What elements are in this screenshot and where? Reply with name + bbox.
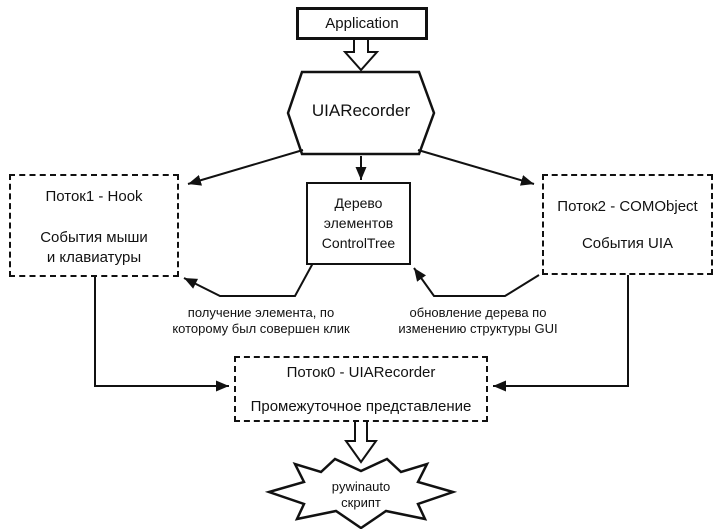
thread1-subtitle-line1: События мыши (40, 229, 148, 246)
edge-label-get-element: получение элемента, по которому был сове… (160, 305, 362, 337)
pywinauto-script-line1: pywinauto (331, 479, 391, 494)
controltree-line1: Дерево (334, 195, 383, 211)
arrow-recorder-to-thread1 (187, 149, 304, 186)
application-label: Application (325, 15, 399, 32)
block-arrow-app-to-recorder (342, 40, 380, 72)
edge-label-update-tree-line2: изменению структуры GUI (398, 321, 558, 336)
arrow-thread2-to-thread0 (493, 275, 629, 392)
thread0-title: Поток0 - UIARecorder (286, 364, 436, 381)
arrow-thread1-to-thread0 (94, 277, 229, 392)
thread2-subtitle: События UIA (581, 235, 674, 252)
thread2-title: Поток2 - COMObject (557, 198, 698, 215)
edge-label-update-tree-line1: обновление дерева по (409, 305, 547, 320)
thread1-title: Поток1 - Hook (45, 188, 143, 205)
arrow-thread2-to-controltree (413, 267, 540, 297)
application-node: Application (296, 7, 428, 40)
thread1-subtitle-line2: и клавиатуры (46, 249, 142, 266)
thread2-comobject-node: Поток2 - COMObject События UIA (542, 174, 713, 275)
block-arrow-thread0-to-script (344, 421, 378, 464)
thread0-subtitle: Промежуточное представление (250, 398, 472, 415)
thread1-hook-node: Поток1 - Hook События мыши и клавиатуры (9, 174, 179, 277)
arrow-recorder-to-thread2 (417, 149, 535, 186)
edge-label-get-element-line2: которому был совершен клик (172, 321, 350, 336)
pywinauto-script-label: pywinauto скрипт (311, 479, 411, 511)
controltree-node: Дерево элементов ControlTree (306, 182, 411, 265)
edge-label-get-element-line1: получение элемента, по (187, 305, 335, 320)
starburst-shape (264, 457, 458, 529)
thread0-uiarecorder-node: Поток0 - UIARecorder Промежуточное предс… (234, 356, 488, 422)
edge-label-update-tree: обновление дерева по изменению структуры… (377, 305, 579, 337)
uiarecorder-hexagon-shape (286, 70, 436, 156)
controltree-line3: ControlTree (321, 235, 396, 251)
controltree-line2: элементов (323, 215, 394, 231)
pywinauto-script-line2: скрипт (341, 495, 381, 510)
arrow-controltree-to-thread1 (183, 262, 314, 297)
uiarecorder-node-label: UIARecorder (311, 101, 411, 120)
